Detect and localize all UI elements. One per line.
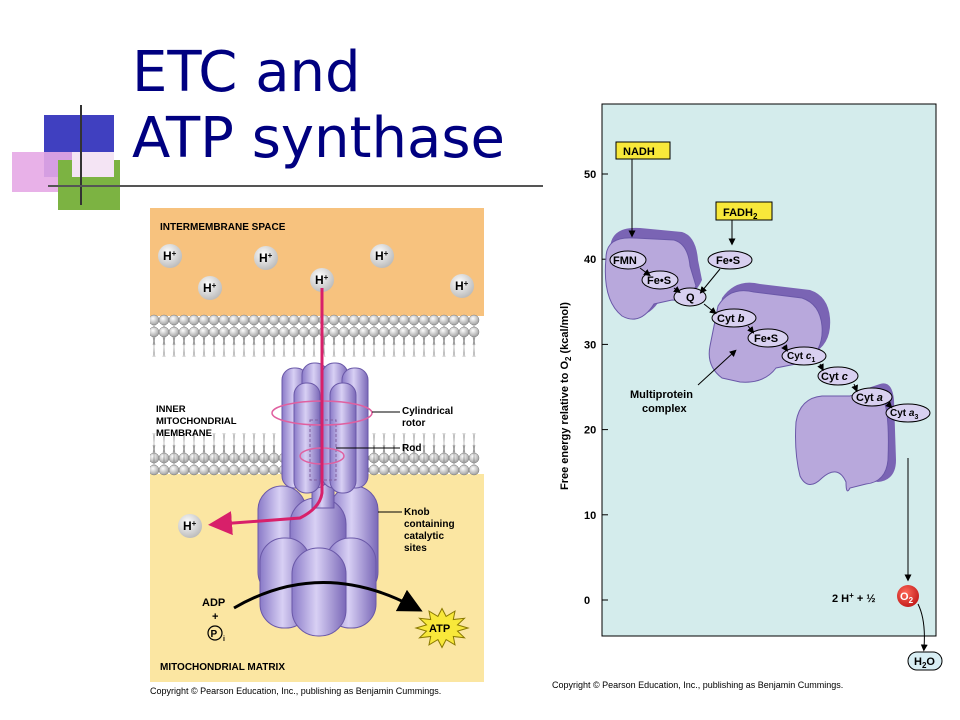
decor-square-white — [72, 152, 114, 177]
carrier-cyt-b: Cyt b — [717, 313, 745, 325]
intermembrane-label: INTERMEMBRANE SPACE — [160, 222, 286, 233]
callout-rotor-2: rotor — [402, 418, 425, 429]
title-underline — [48, 185, 543, 187]
multiprotein-label-1: Multiprotein — [630, 389, 693, 401]
atp-label: ATP — [429, 623, 450, 635]
callout-rod: Rod — [402, 443, 421, 454]
y-tick-label: 10 — [584, 510, 596, 522]
proton-ball: H+ — [254, 246, 278, 270]
decor-vertical-rule — [80, 105, 82, 205]
pi-label: P — [211, 629, 218, 640]
proton-ball: H+ — [178, 514, 202, 538]
carrier-fes-3: Fe•S — [754, 333, 778, 345]
water-label: H2O — [914, 656, 935, 670]
y-tick-label: 0 — [584, 595, 590, 607]
carrier-cyt-c: Cyt c — [821, 371, 848, 383]
carrier-cyt-a3: Cyt a3 — [890, 408, 918, 421]
proton-path-arrow — [208, 288, 324, 536]
atp-starburst — [414, 607, 470, 649]
left-copyright: Copyright © Pearson Education, Inc., pub… — [150, 686, 442, 696]
multiprotein-label-2: complex — [642, 403, 688, 415]
carrier-fes-2: Fe•S — [716, 255, 740, 267]
callout-knob-1: Knob — [404, 507, 430, 518]
matrix-label: MITOCHONDRIAL MATRIX — [160, 662, 285, 673]
o2-ball — [897, 585, 919, 607]
carrier-cyt-a: Cyt a — [856, 392, 883, 404]
title-line-2: ATP synthase — [132, 106, 505, 171]
fadh2-label: FADH2 — [723, 207, 758, 221]
proton-ball: H+ — [450, 274, 474, 298]
proton-ball: H+ — [158, 244, 182, 268]
proton-ball: H+ — [310, 268, 334, 292]
membrane-label-1: INNER — [156, 404, 186, 415]
membrane-label-3: MEMBRANE — [156, 428, 212, 439]
oxygen-equation: 2 H+ + ½ — [832, 591, 876, 605]
proton-ball: H+ — [370, 244, 394, 268]
callout-knob-3: catalytic — [404, 531, 444, 542]
carrier-q: Q — [686, 292, 695, 304]
y-tick-label: 20 — [584, 425, 596, 437]
y-axis-label: Free energy relative to O2 (kcal/mol) — [559, 302, 573, 490]
callout-knob-2: containing — [404, 519, 455, 530]
adp-to-atp-arrow — [233, 581, 423, 612]
adp-plus: + — [212, 611, 218, 623]
y-tick-label: 50 — [584, 169, 596, 181]
pi-sub: i — [223, 636, 225, 643]
membrane-label-2: MITOCHONDRIAL — [156, 416, 237, 427]
free-energy-figure: Free energy relative to O2 (kcal/mol) 50… — [550, 100, 950, 700]
carrier-fes-1: Fe•S — [647, 275, 671, 287]
carrier-fmn: FMN — [613, 255, 637, 267]
o2-label: O2 — [900, 591, 914, 605]
proton-ball: H+ — [198, 276, 222, 300]
intermembrane-space-bg — [150, 208, 484, 318]
callout-rotor-1: Cylindrical — [402, 406, 453, 417]
atp-synthase-complex — [257, 362, 379, 637]
y-tick-label: 30 — [584, 339, 596, 351]
title-line-1: ETC and — [132, 40, 361, 105]
phosphate-circle — [207, 625, 223, 641]
atp-synthase-figure: INTERMEMBRANE SPACE INNER MITOCHONDRIAL … — [150, 208, 484, 682]
right-copyright: Copyright © Pearson Education, Inc., pub… — [552, 680, 844, 690]
carrier-cyt-c1: Cyt c1 — [787, 351, 815, 364]
y-tick-label: 40 — [584, 254, 596, 266]
adp-label: ADP — [202, 597, 225, 609]
nadh-label: NADH — [623, 146, 655, 158]
callout-knob-4: sites — [404, 543, 427, 554]
slide-title: ETC and ATP synthase — [132, 40, 505, 172]
